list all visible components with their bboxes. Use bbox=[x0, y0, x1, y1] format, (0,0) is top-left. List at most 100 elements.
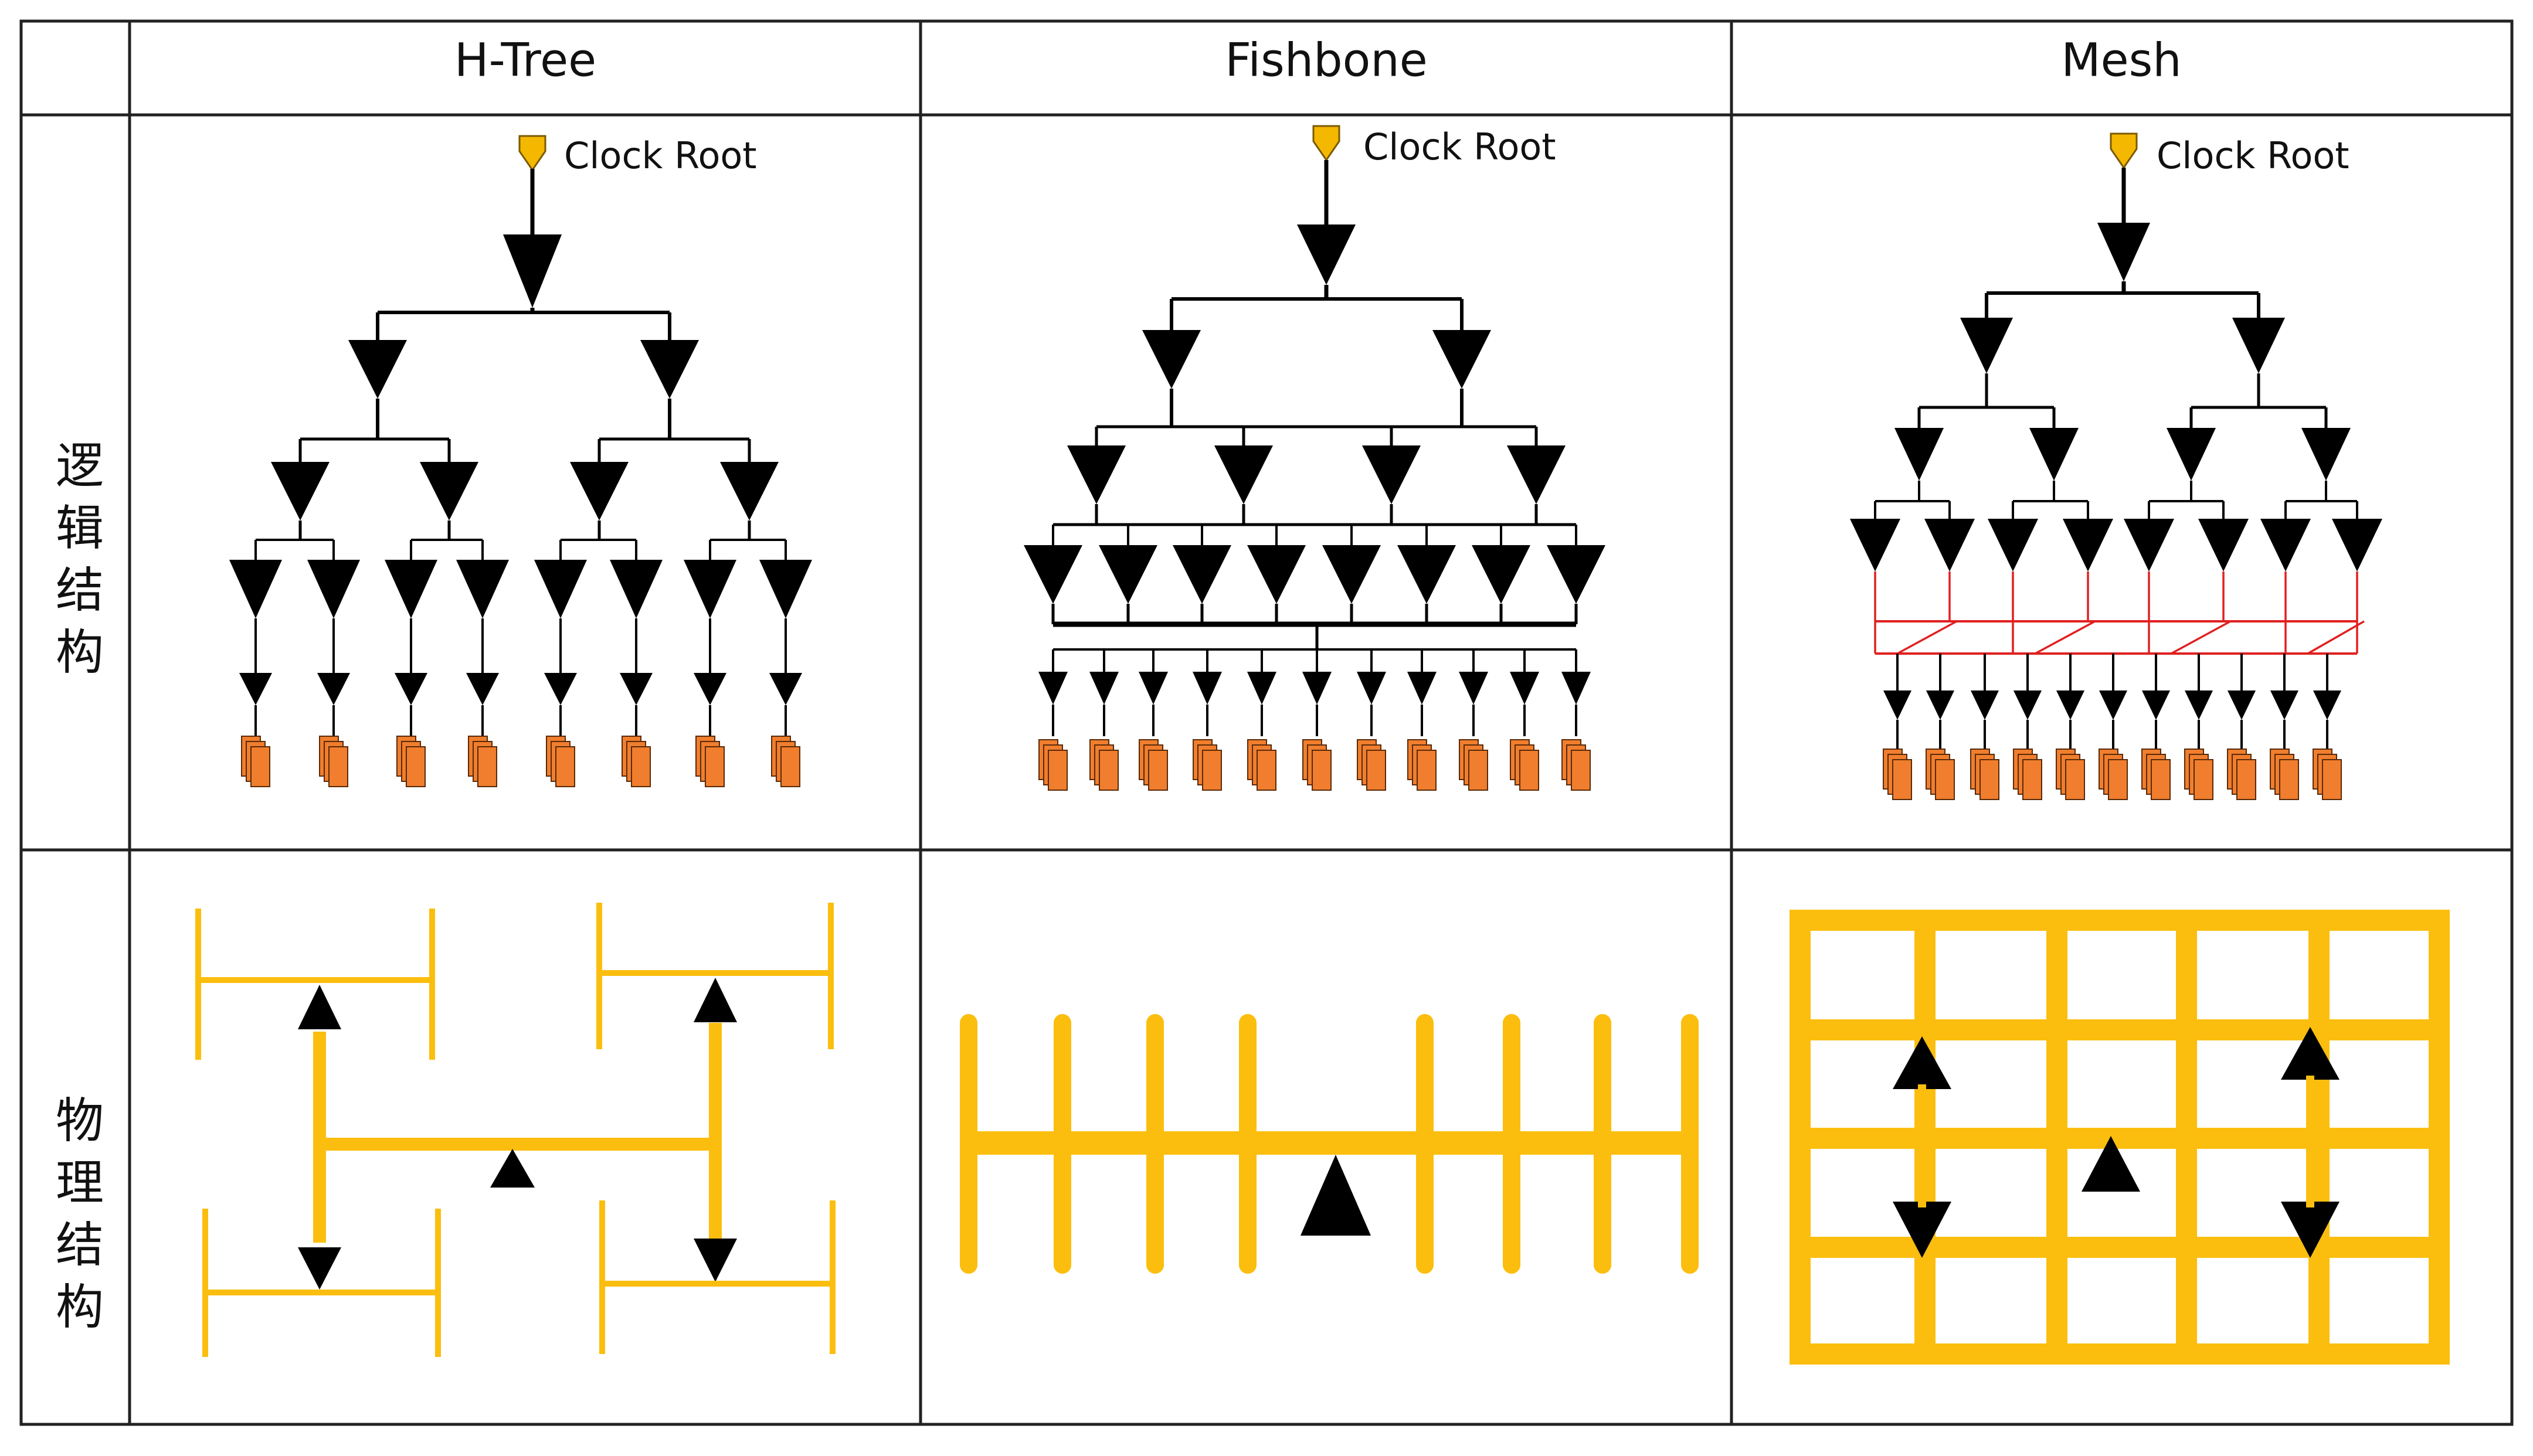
flip-flop-rect bbox=[2022, 759, 2042, 800]
flip-flop-sink-icon bbox=[1510, 739, 1539, 791]
flip-flop-rect bbox=[2322, 759, 2342, 800]
flip-flop-sink-icon bbox=[1459, 739, 1488, 791]
flip-flop-rect bbox=[1935, 759, 1955, 800]
buffer-icon bbox=[570, 462, 629, 521]
buffer-icon bbox=[229, 560, 282, 618]
buffer-icon bbox=[420, 462, 478, 521]
buffer-icon bbox=[348, 340, 407, 399]
buffer-icon bbox=[769, 673, 802, 705]
buffer-icon bbox=[534, 560, 587, 618]
buffer-icon bbox=[2228, 690, 2256, 720]
htree-driver-icon bbox=[694, 1239, 737, 1282]
buffer-icon bbox=[2029, 428, 2079, 481]
buffer-icon bbox=[2063, 519, 2113, 571]
mesh-diagonal bbox=[2171, 620, 2231, 655]
htree-clock-root-label: Clock Root bbox=[564, 134, 757, 177]
htree-logic-diagram bbox=[229, 135, 812, 787]
flip-flop-rect bbox=[1048, 750, 1068, 791]
buffer-icon bbox=[395, 673, 427, 705]
buffer-icon bbox=[1960, 318, 2013, 373]
flip-flop-sink-icon bbox=[695, 736, 725, 787]
buffer-icon bbox=[503, 234, 562, 308]
flip-flop-rect bbox=[2065, 759, 2085, 800]
buffer-icon bbox=[271, 462, 330, 521]
flip-flop-sink-icon bbox=[1926, 749, 1955, 800]
buffer-icon bbox=[2167, 428, 2216, 481]
buffer-icon bbox=[2260, 519, 2311, 571]
buffer-icon bbox=[544, 673, 577, 705]
buffer-icon bbox=[1397, 545, 1456, 604]
flip-flop-rect bbox=[1366, 750, 1386, 791]
buffer-icon bbox=[1173, 545, 1231, 604]
flip-flop-sink-icon bbox=[2099, 749, 2128, 800]
buffer-icon bbox=[1883, 690, 1911, 720]
htree-driver-icon bbox=[298, 1247, 341, 1290]
buffer-icon bbox=[1247, 672, 1276, 705]
buffer-icon bbox=[2232, 318, 2285, 373]
flip-flop-sink-icon bbox=[1089, 739, 1119, 791]
flip-flop-rect bbox=[406, 746, 426, 787]
fishbone-physical-diagram bbox=[960, 1014, 1699, 1274]
mesh-clock-root-icon bbox=[2110, 132, 2138, 169]
flip-flop-rect bbox=[631, 746, 651, 787]
buffer-icon bbox=[317, 673, 350, 705]
buffer-icon bbox=[684, 560, 736, 618]
clock-root-pin-icon bbox=[1312, 125, 1340, 162]
buffer-icon bbox=[466, 673, 499, 705]
mesh-root-driver-icon bbox=[2082, 1136, 2140, 1192]
row-label-char: 理 bbox=[56, 1155, 104, 1211]
mesh-diagonal bbox=[2035, 620, 2096, 655]
row-label-char: 辑 bbox=[56, 501, 104, 556]
flip-flop-sink-icon bbox=[622, 736, 651, 787]
mesh-clock-root-label: Clock Root bbox=[2157, 134, 2349, 177]
flip-flop-rect bbox=[1148, 750, 1168, 791]
buffer-icon bbox=[720, 462, 779, 521]
flip-flop-sink-icon bbox=[2313, 749, 2342, 800]
buffer-icon bbox=[2270, 690, 2298, 720]
flip-flop-sink-icon bbox=[2227, 749, 2256, 800]
buffer-icon bbox=[1894, 428, 1944, 481]
fishbone-clock-root-icon bbox=[1312, 125, 1340, 162]
buffer-icon bbox=[2313, 690, 2341, 720]
flip-flop-rect bbox=[1099, 750, 1119, 791]
htree-driver-icon bbox=[694, 978, 737, 1022]
buffer-icon bbox=[1971, 690, 1999, 720]
flip-flop-rect bbox=[2279, 759, 2299, 800]
buffer-icon bbox=[1038, 672, 1068, 705]
buffer-icon bbox=[2097, 223, 2150, 281]
buffer-icon bbox=[620, 673, 653, 705]
buffer-icon bbox=[1302, 672, 1332, 705]
buffer-icon bbox=[2056, 690, 2084, 720]
flip-flop-sink-icon bbox=[1561, 739, 1591, 791]
buffer-icon bbox=[1067, 445, 1126, 504]
flip-flop-rect bbox=[555, 746, 575, 787]
buffer-icon bbox=[1142, 330, 1201, 389]
mesh-diagonal bbox=[1897, 620, 1957, 655]
flip-flop-sink-icon bbox=[2141, 749, 2171, 800]
buffer-icon bbox=[1099, 545, 1157, 604]
buffer-icon bbox=[1459, 672, 1488, 705]
buffer-icon bbox=[1547, 545, 1605, 604]
flip-flop-rect bbox=[250, 746, 270, 787]
mesh-physical-diagram bbox=[1790, 910, 2450, 1365]
buffer-icon bbox=[1850, 519, 1900, 571]
row-label-char: 逻 bbox=[56, 438, 104, 494]
mesh-driver-icon bbox=[2281, 1202, 2340, 1258]
flip-flop-sink-icon bbox=[771, 736, 800, 787]
flip-flop-rect bbox=[2194, 759, 2213, 800]
flip-flop-sink-icon bbox=[1247, 739, 1276, 791]
buffer-icon bbox=[1357, 672, 1386, 705]
flip-flop-sink-icon bbox=[1038, 739, 1068, 791]
flip-flop-rect bbox=[1202, 750, 1222, 791]
flip-flop-rect bbox=[705, 746, 725, 787]
flip-flop-sink-icon bbox=[241, 736, 270, 787]
mesh-diagonal bbox=[2307, 620, 2365, 655]
buffer-icon bbox=[2124, 519, 2174, 571]
buffer-icon bbox=[456, 560, 509, 618]
flip-flop-sink-icon bbox=[1970, 749, 1999, 800]
flip-flop-sink-icon bbox=[2056, 749, 2085, 800]
flip-flop-sink-icon bbox=[2184, 749, 2213, 800]
buffer-icon bbox=[1193, 672, 1222, 705]
buffer-icon bbox=[1362, 445, 1421, 504]
